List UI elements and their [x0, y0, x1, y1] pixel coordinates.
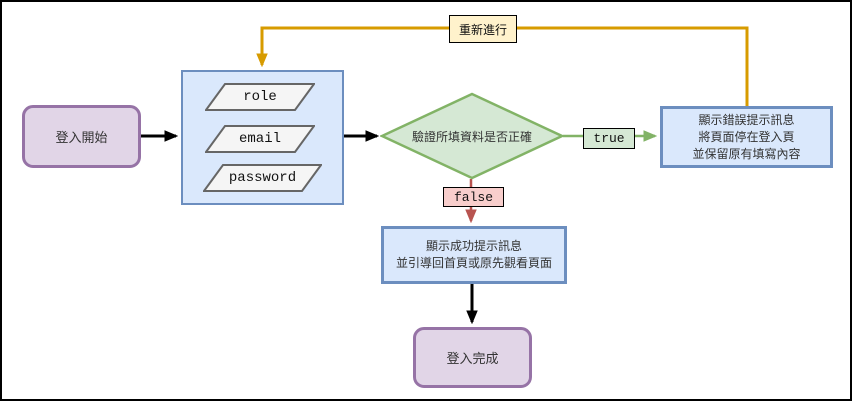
success-action-line: 顯示成功提示訊息: [425, 239, 522, 253]
false-label-text: false: [453, 189, 493, 205]
field-email: email: [204, 125, 316, 153]
end-label: 登入完成: [446, 351, 499, 366]
parallelogram-shape: [204, 83, 316, 111]
error-action-line: 將頁面停在登入頁: [698, 129, 795, 144]
start-label: 登入開始: [55, 130, 108, 145]
redo-label-text: 重新進行: [458, 22, 507, 37]
end-node: 登入完成: [413, 327, 532, 388]
start-node: 登入開始: [22, 105, 141, 168]
false-label: false: [443, 187, 504, 207]
parallelogram-shape: [204, 125, 316, 153]
true-label: true: [583, 128, 635, 149]
field-email-label: email: [238, 131, 281, 147]
field-role-label: role: [243, 89, 277, 105]
decision-label: 驗證所填資料是否正確: [411, 129, 532, 144]
field-role: role: [204, 83, 316, 111]
redo-label: 重新進行: [449, 15, 517, 43]
field-password-label: password: [228, 170, 297, 186]
success-action-line: 並引導回首頁或原先觀看頁面: [395, 256, 552, 270]
true-label-text: true: [593, 131, 625, 146]
success-action-node: 顯示成功提示訊息 並引導回首頁或原先觀看頁面: [381, 226, 567, 284]
diamond-shape: [379, 92, 565, 180]
parallelogram-shape: [202, 164, 323, 192]
decision-node: 驗證所填資料是否正確: [379, 92, 565, 180]
error-action-node: 顯示錯誤提示訊息 將頁面停在登入頁 並保留原有填寫內容: [660, 106, 833, 168]
error-action-line: 顯示錯誤提示訊息: [698, 112, 795, 127]
error-action-line: 並保留原有填寫內容: [692, 146, 801, 161]
field-password: password: [202, 164, 323, 192]
